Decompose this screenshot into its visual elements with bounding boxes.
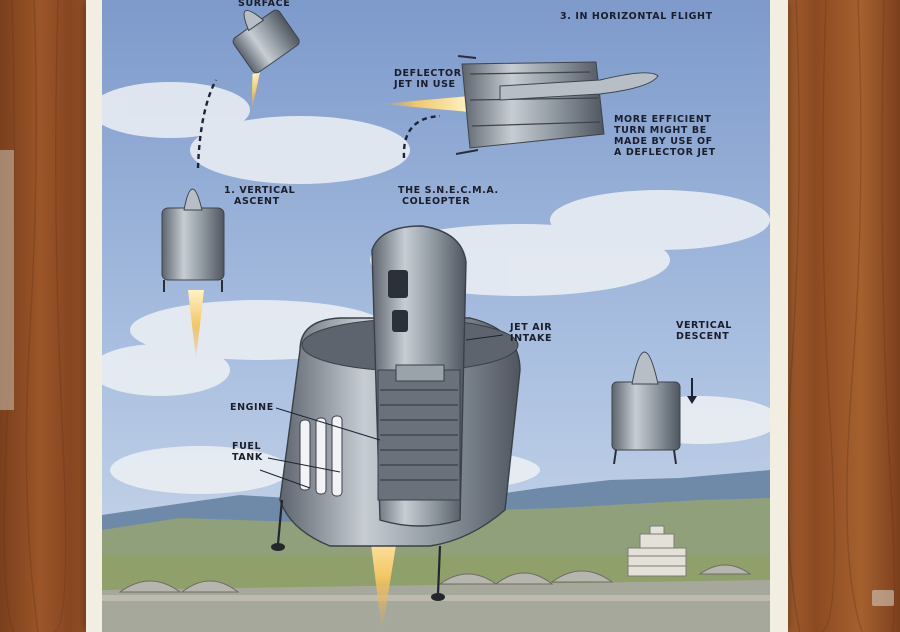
control-tower [627,525,687,577]
main-exhaust [368,520,400,632]
label-efficient-turn: MORE EFFICIENT TURN MIGHT BE MADE BY USE… [614,114,716,158]
main-coleopter [259,225,521,632]
label-surface: SURFACE [238,0,291,9]
hangars [118,564,752,593]
label-horizontal-flight: 3. IN HORIZONTAL FLIGHT [560,11,713,22]
label-jet-air-intake: JET AIR INTAKE [510,322,553,344]
descent-craft [611,351,697,465]
horizontal-craft [380,55,659,155]
label-vertical-descent: VERTICAL DESCENT [676,320,732,342]
corner-watermark-fragment [872,590,894,606]
coleopter-illustration: SURFACE 3. IN HORIZONTAL FLIGHT DEFLECTO… [102,0,770,632]
label-engine: ENGINE [230,402,274,413]
label-deflector-jet: DEFLECTOR JET IN USE [394,68,462,90]
flight-path [196,79,441,169]
label-fuel-tank: FUEL TANK [232,441,263,463]
ascent-craft [161,188,225,360]
label-vertical-ascent: 1. VERTICAL ASCENT [224,185,296,207]
label-coleopter: THE S.N.E.C.M.A. COLEOPTER [398,185,499,207]
